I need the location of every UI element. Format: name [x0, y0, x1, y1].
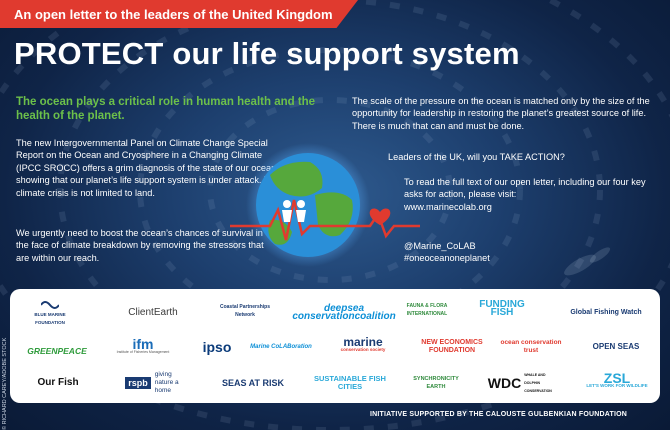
logo-open-seas: OPEN SEAS: [592, 342, 640, 351]
heart-icon: [369, 208, 391, 225]
logo-global-fishing-watch: Global Fishing Watch: [570, 309, 642, 316]
logo-ifm: ifm Institute of Fisheries Management: [116, 336, 170, 354]
logo-clientearth: ClientEarth: [128, 307, 178, 318]
photo-credit: © RICHARD CAREY/ADOBE STOCK: [2, 337, 8, 430]
hashtag[interactable]: #oneoceanoneplanet: [404, 253, 490, 264]
logo-sustainable-fish-cities: SUSTAINABLE FISH CITIES: [314, 374, 386, 391]
paragraph-opportunity: The scale of the pressure on the ocean i…: [352, 96, 650, 131]
logo-new-economics: NEW ECONOMICS FOUNDATION: [421, 339, 483, 354]
call-to-action-question: Leaders of the UK, will you TAKE ACTION?: [388, 152, 565, 162]
paragraph-urgency: We urgently need to boost the ocean’s ch…: [16, 228, 264, 263]
footer-note: INITIATIVE SUPPORTED BY THE CALOUSTE GUL…: [370, 411, 627, 418]
cta-text: To read the full text of our open letter…: [404, 177, 646, 200]
logo-synchronicity-earth: SYNCHRONICITY EARTH: [413, 376, 459, 390]
logo-funding-fish: FUNDING FISH: [479, 299, 525, 318]
logo-seas-at-risk: SEAS AT RISK: [221, 378, 284, 388]
earth-heartbeat-illustration: [230, 143, 420, 267]
logo-ipso: ipso: [202, 339, 232, 355]
logo-wdc: WDC WHALE AND DOLPHIN CONSERVATION: [487, 373, 552, 393]
wave-icon: [41, 301, 59, 309]
logo-our-fish: Our Fish: [37, 377, 79, 388]
logo-fauna-flora: FAUNA & FLORA INTERNATIONAL: [406, 303, 448, 317]
twitter-handle[interactable]: @Marine_CoLAB: [404, 241, 476, 251]
paragraph-ipcc: The new Intergovernmental Panel on Clima…: [16, 138, 280, 198]
headline: PROTECT our life support system: [14, 36, 520, 71]
social-block: @Marine_CoLAB #oneoceanoneplanet: [404, 240, 604, 265]
lead-statement: The ocean plays a critical role in human…: [16, 96, 316, 122]
logo-coastal: Coastal Partnerships Network: [219, 304, 271, 318]
logo-rspb: rspb giving nature a home: [120, 367, 194, 399]
heartbeat-line: [230, 199, 420, 241]
logo-marine-colab: Marine CoLABoration: [250, 344, 312, 350]
logo-zsl: ZSL LET'S WORK FOR WILDLIFE: [586, 370, 648, 388]
logo-greenpeace: GREENPEACE: [27, 346, 87, 356]
website-link[interactable]: www.marinecolab.org: [404, 201, 492, 212]
logo-blue-marine: BLUE MARINE FOUNDATION: [26, 299, 74, 327]
people-icon: [282, 200, 306, 222]
logo-deepsea: deepsea conservationcoalition: [292, 303, 396, 322]
read-more-text: To read the full text of our open letter…: [404, 176, 654, 213]
logo-ocean-conservation-trust: ocean conservation trust: [500, 339, 562, 354]
partner-logos-panel: BLUE MARINE FOUNDATION ClientEarth Coast…: [10, 289, 660, 403]
logo-marine-conservation-society: marine conservation society: [340, 335, 386, 352]
banner: An open letter to the leaders of the Uni…: [0, 0, 358, 28]
